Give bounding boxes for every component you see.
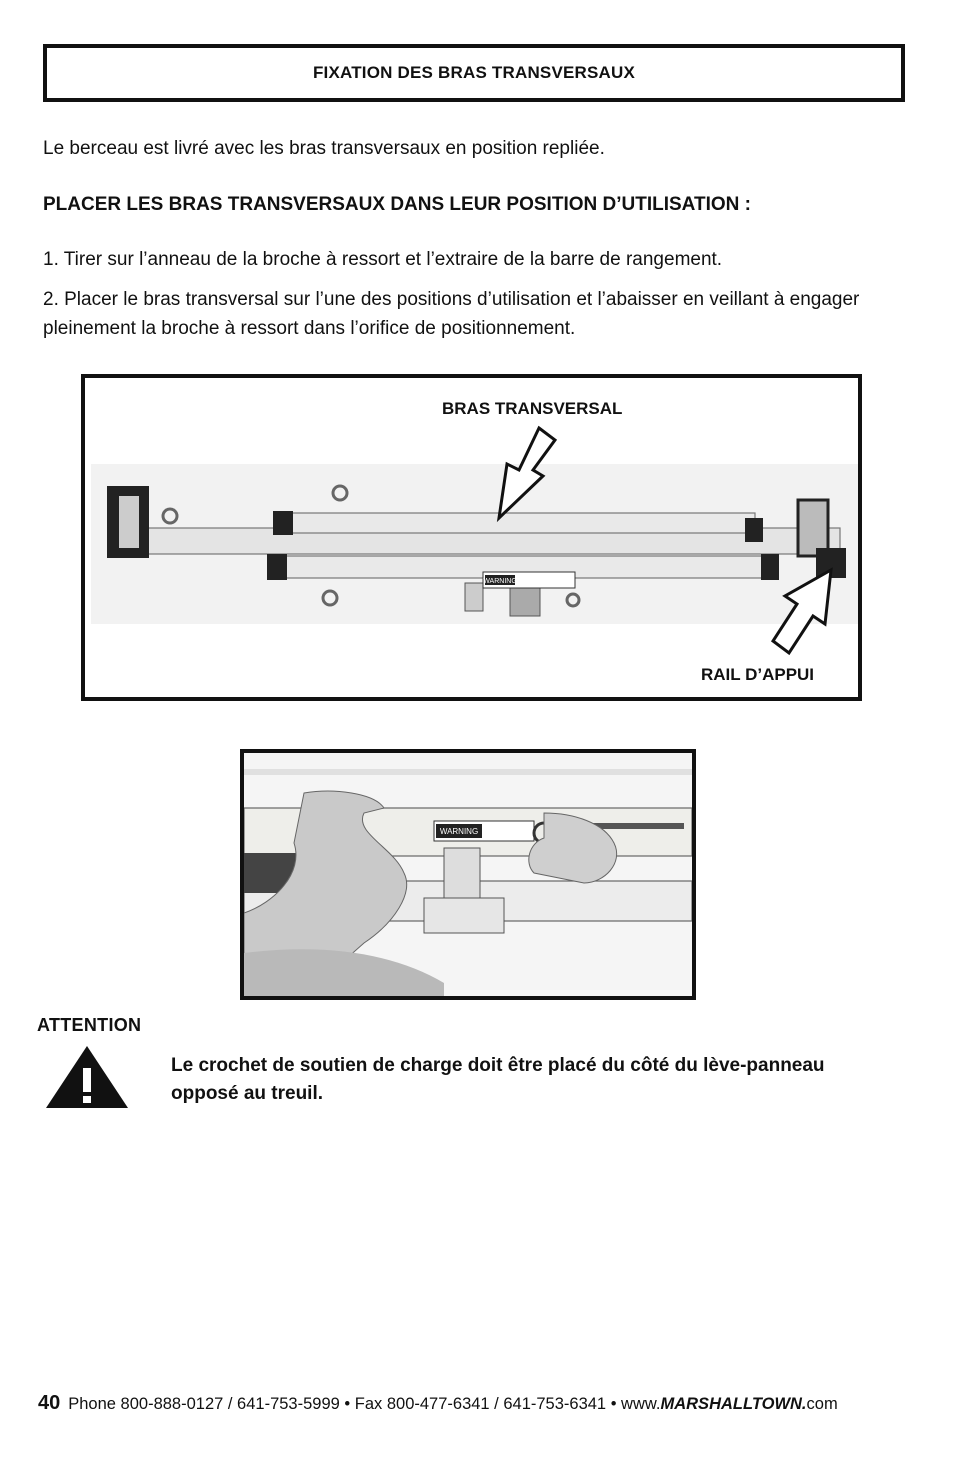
arrow-support-rail-icon — [770, 567, 833, 656]
intro-paragraph: Le berceau est livré avec les bras trans… — [43, 138, 605, 159]
figure-spring-pin: WARNING — [240, 749, 696, 1000]
footer-suffix: com — [806, 1395, 838, 1413]
step-1: 1. Tirer sur l’anneau de la broche à res… — [43, 249, 723, 270]
page-footer: 40 Phone 800-888-0127 / 641-753-5999 • Fa… — [38, 1392, 838, 1415]
section-title: FIXATION DES BRAS TRANSVERSAUX — [312, 63, 636, 82]
footer-brand: MARSHALLTOWN. — [660, 1395, 807, 1413]
figure-cross-arms: BRAS TRANSVERSAL RAIL D’APPUI WARNING — [81, 374, 862, 701]
warning-sticker-2: WARNING — [440, 827, 478, 836]
warning-sticker: WARNING — [483, 578, 517, 585]
step-2: 2. Placer le bras transversal sur l’une … — [43, 289, 860, 339]
spring-pin-photo: WARNING — [244, 753, 692, 996]
label-support-rail: RAIL D’APPUI — [701, 665, 815, 684]
arrow-cross-arm-icon — [496, 425, 558, 523]
page-number: 40 — [38, 1392, 61, 1414]
instructions-heading: PLACER LES BRAS TRANSVERSAUX DANS LEUR P… — [43, 194, 751, 215]
footer-contact: Phone 800-888-0127 / 641-753-5999 • Fax … — [68, 1395, 661, 1413]
attention-title: ATTENTION — [37, 1015, 142, 1035]
warning-triangle-icon — [46, 1046, 128, 1108]
attention-text: Le crochet de soutien de charge doit êtr… — [171, 1055, 825, 1104]
label-cross-arm: BRAS TRANSVERSAL — [442, 399, 623, 418]
cradle-photo: WARNING — [91, 425, 858, 656]
section-title-box: FIXATION DES BRAS TRANSVERSAUX — [43, 44, 905, 102]
